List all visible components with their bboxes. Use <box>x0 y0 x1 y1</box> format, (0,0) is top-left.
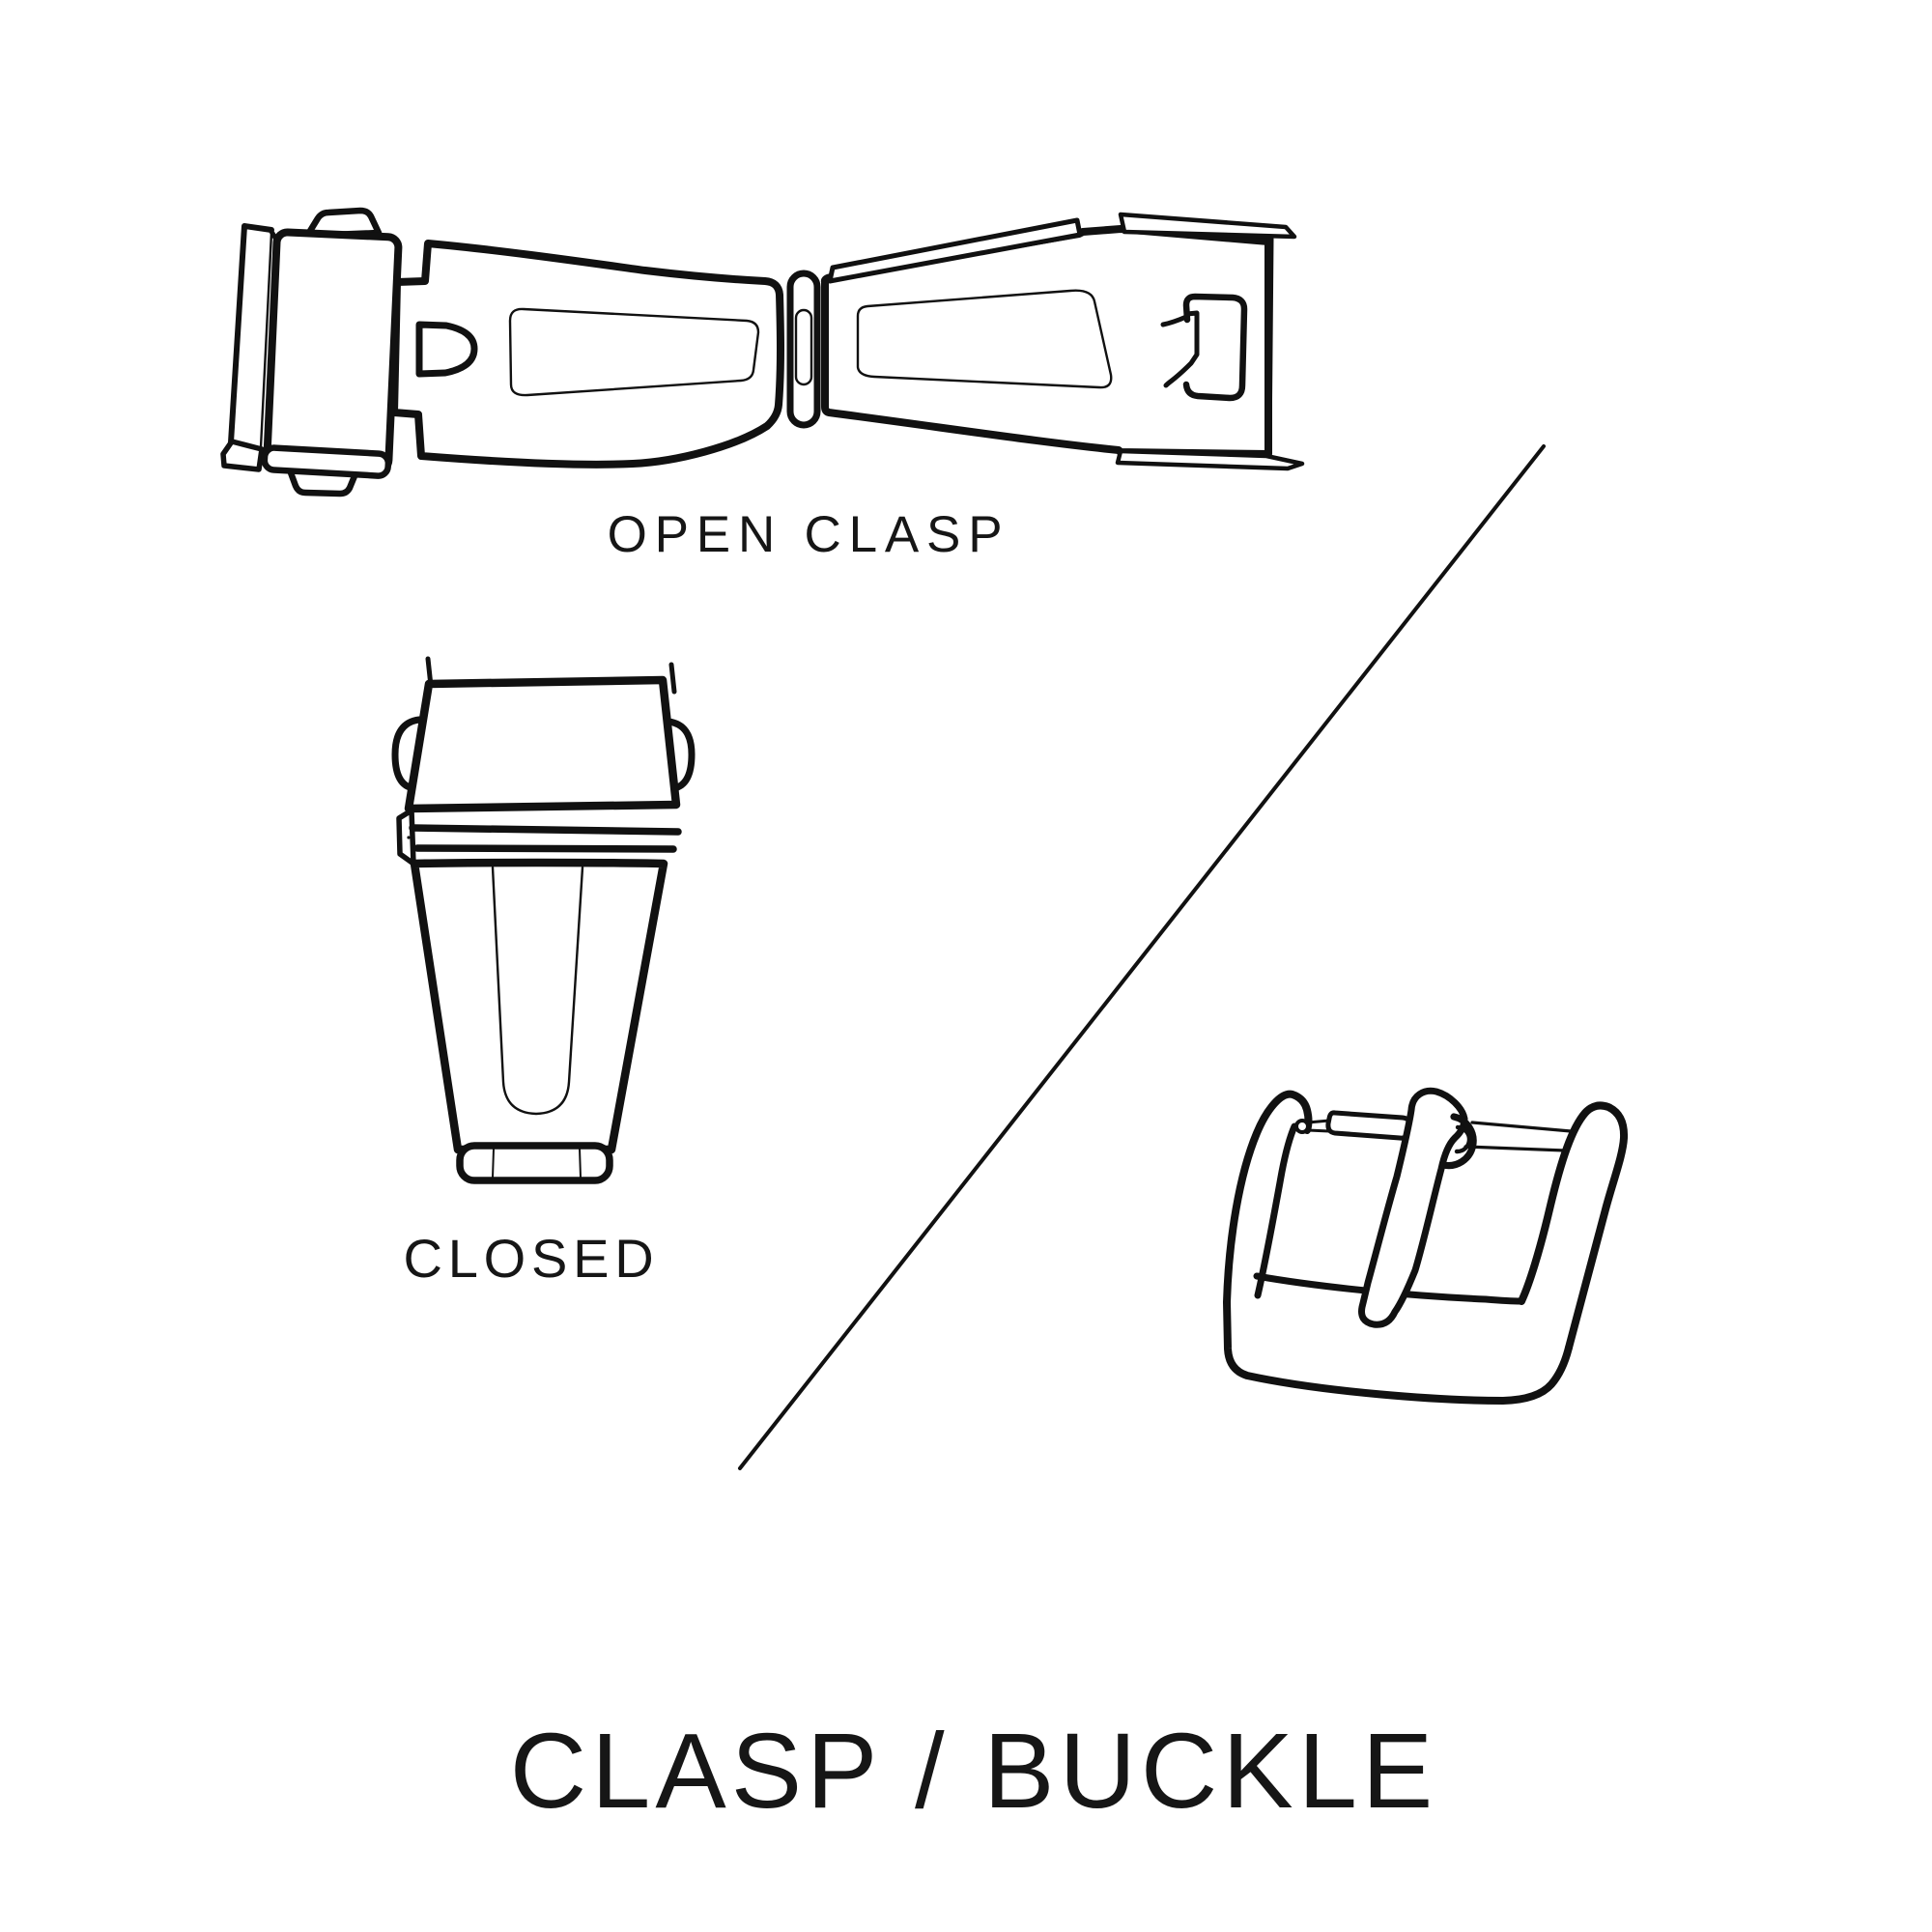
svg-text:CLOSED: CLOSED <box>403 1228 659 1289</box>
svg-text:CLASP / BUCKLE: CLASP / BUCKLE <box>510 1712 1438 1831</box>
svg-text:OPEN CLASP: OPEN CLASP <box>608 506 1010 563</box>
